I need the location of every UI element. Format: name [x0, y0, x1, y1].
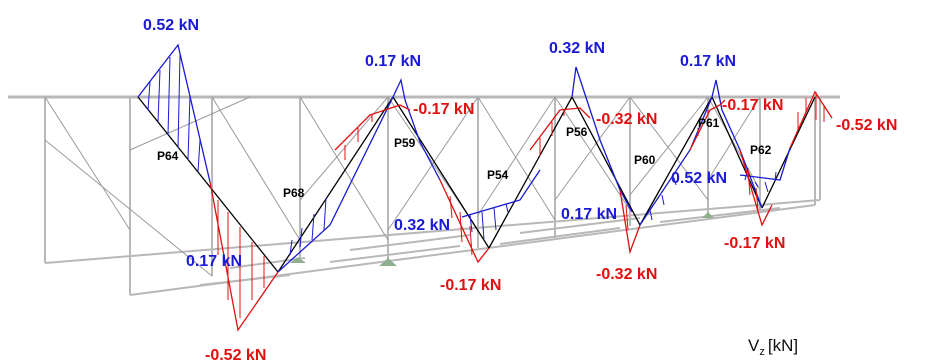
- value-labels: 0.52 kN 0.17 kN -0.17 kN 0.32 kN -0.32 k…: [143, 17, 897, 363]
- supports: [290, 212, 714, 266]
- member-axis-p59: [392, 96, 490, 249]
- member-axis-p60: [639, 96, 713, 226]
- value-label: 0.17 kN: [186, 253, 242, 270]
- value-label: -0.32 kN: [596, 111, 657, 128]
- negative-envelope-p62: [789, 90, 833, 149]
- value-label: 0.52 kN: [143, 17, 199, 34]
- positive-envelope-p54: [461, 169, 541, 218]
- negative-envelope-p64: [209, 181, 279, 332]
- member-label-p56: P56: [566, 125, 588, 139]
- support-3: [702, 212, 714, 218]
- value-label: -0.52 kN: [205, 347, 266, 363]
- negative-envelope-p54: [529, 107, 591, 151]
- unit-text: [kN]: [768, 336, 798, 355]
- member-axis-p56: [571, 96, 641, 226]
- member-label-p64: P64: [157, 149, 179, 163]
- negative-shear-envelopes: [209, 90, 833, 332]
- member-axis-p64: [137, 96, 279, 273]
- member-label-p59: P59: [394, 136, 416, 150]
- positive-envelope-p64: [137, 43, 211, 183]
- member-axes: [137, 96, 816, 273]
- negative-envelope-p68: [334, 104, 411, 151]
- positive-envelope-p59: [392, 77, 441, 181]
- value-label: -0.17 kN: [413, 101, 474, 118]
- unit-symbol: V: [748, 336, 760, 355]
- member-label-p61: P61: [698, 116, 720, 130]
- member-label-p62: P62: [750, 143, 772, 157]
- value-label: 0.32 kN: [549, 40, 605, 57]
- member-axis-p54: [488, 96, 573, 249]
- value-label: 0.17 kN: [680, 53, 736, 70]
- negative-envelope-p59: [439, 179, 490, 264]
- negative-envelope-p61: [739, 149, 773, 227]
- positive-envelope-p56: [571, 66, 633, 213]
- member-axis-p68: [277, 96, 394, 273]
- negative-envelope-p56: [619, 189, 641, 255]
- value-label: 0.17 kN: [561, 206, 617, 223]
- support-2: [379, 258, 397, 266]
- support-1: [290, 257, 306, 263]
- truss-structure: [8, 95, 840, 296]
- value-label: 0.17 kN: [365, 53, 421, 70]
- positive-hatching: [147, 54, 777, 256]
- member-labels: P64 P68 P59 P54 P56 P60 P61 P62: [157, 116, 772, 200]
- unit-label: Vz[kN]: [748, 336, 798, 358]
- unit-subscript: z: [759, 346, 765, 358]
- value-label: -0.17 kN: [722, 97, 783, 114]
- member-label-p68: P68: [283, 186, 305, 200]
- value-label: 0.52 kN: [671, 170, 727, 187]
- value-label: 0.32 kN: [394, 217, 450, 234]
- member-label-p54: P54: [487, 168, 509, 182]
- value-label: -0.17 kN: [440, 277, 501, 294]
- negative-envelope-p60: [689, 99, 726, 151]
- member-axis-p61: [711, 96, 763, 209]
- positive-envelope-p62: [739, 147, 791, 181]
- value-label: -0.32 kN: [596, 266, 657, 283]
- value-label: -0.52 kN: [836, 117, 897, 134]
- positive-shear-envelopes: [137, 43, 791, 273]
- positive-envelope-p68: [277, 96, 394, 273]
- member-label-p60: P60: [634, 153, 656, 167]
- negative-hatching: [217, 92, 825, 318]
- value-label: -0.17 kN: [724, 235, 785, 252]
